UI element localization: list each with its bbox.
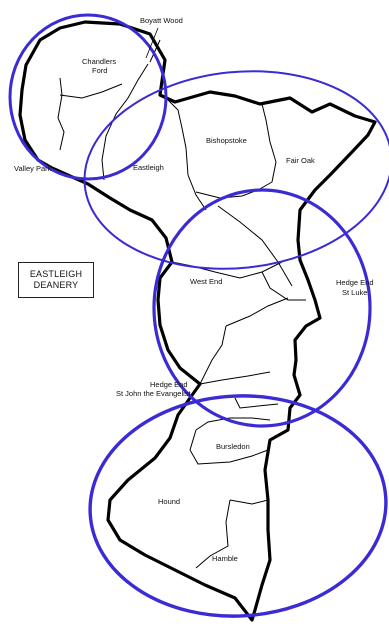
deanery-outer-boundary [18,20,377,622]
label-valley-park: Valley Park [14,164,52,173]
circle-north-west [8,13,168,181]
label-west-end: West End [190,277,222,286]
label-fair-oak: Fair Oak [286,156,315,165]
label-chandlers-ford-2: Ford [92,66,107,75]
label-boyatt-wood: Boyatt Wood [140,16,183,25]
circle-north-east [83,70,389,270]
deanery-title-line2: DEANERY [33,280,79,290]
deanery-title-box: EASTLEIGH DEANERY [18,262,94,298]
boyatt-wood-leader [145,27,159,59]
label-chandlers-ford-1: Chandlers [82,57,116,66]
label-hound: Hound [158,497,180,506]
label-hedge-end-st-luke-1: Hedge End [336,278,374,287]
label-hedge-end-st-john-2: St John the Evangelist [116,389,192,398]
label-hedge-end-st-luke-2: St Luke [342,288,367,297]
deanery-title-line1: EASTLEIGH [29,269,83,279]
label-hedge-end-st-john-1: Hedge End [150,380,188,389]
parish-boundaries [57,39,306,569]
label-bursledon: Bursledon [216,442,250,451]
label-eastleigh: Eastleigh [133,163,164,172]
label-hamble: Hamble [212,554,238,563]
circle-south [88,394,388,618]
cluster-circles [8,13,389,618]
circle-middle [152,188,372,428]
label-bishopstoke: Bishopstoke [206,136,247,145]
